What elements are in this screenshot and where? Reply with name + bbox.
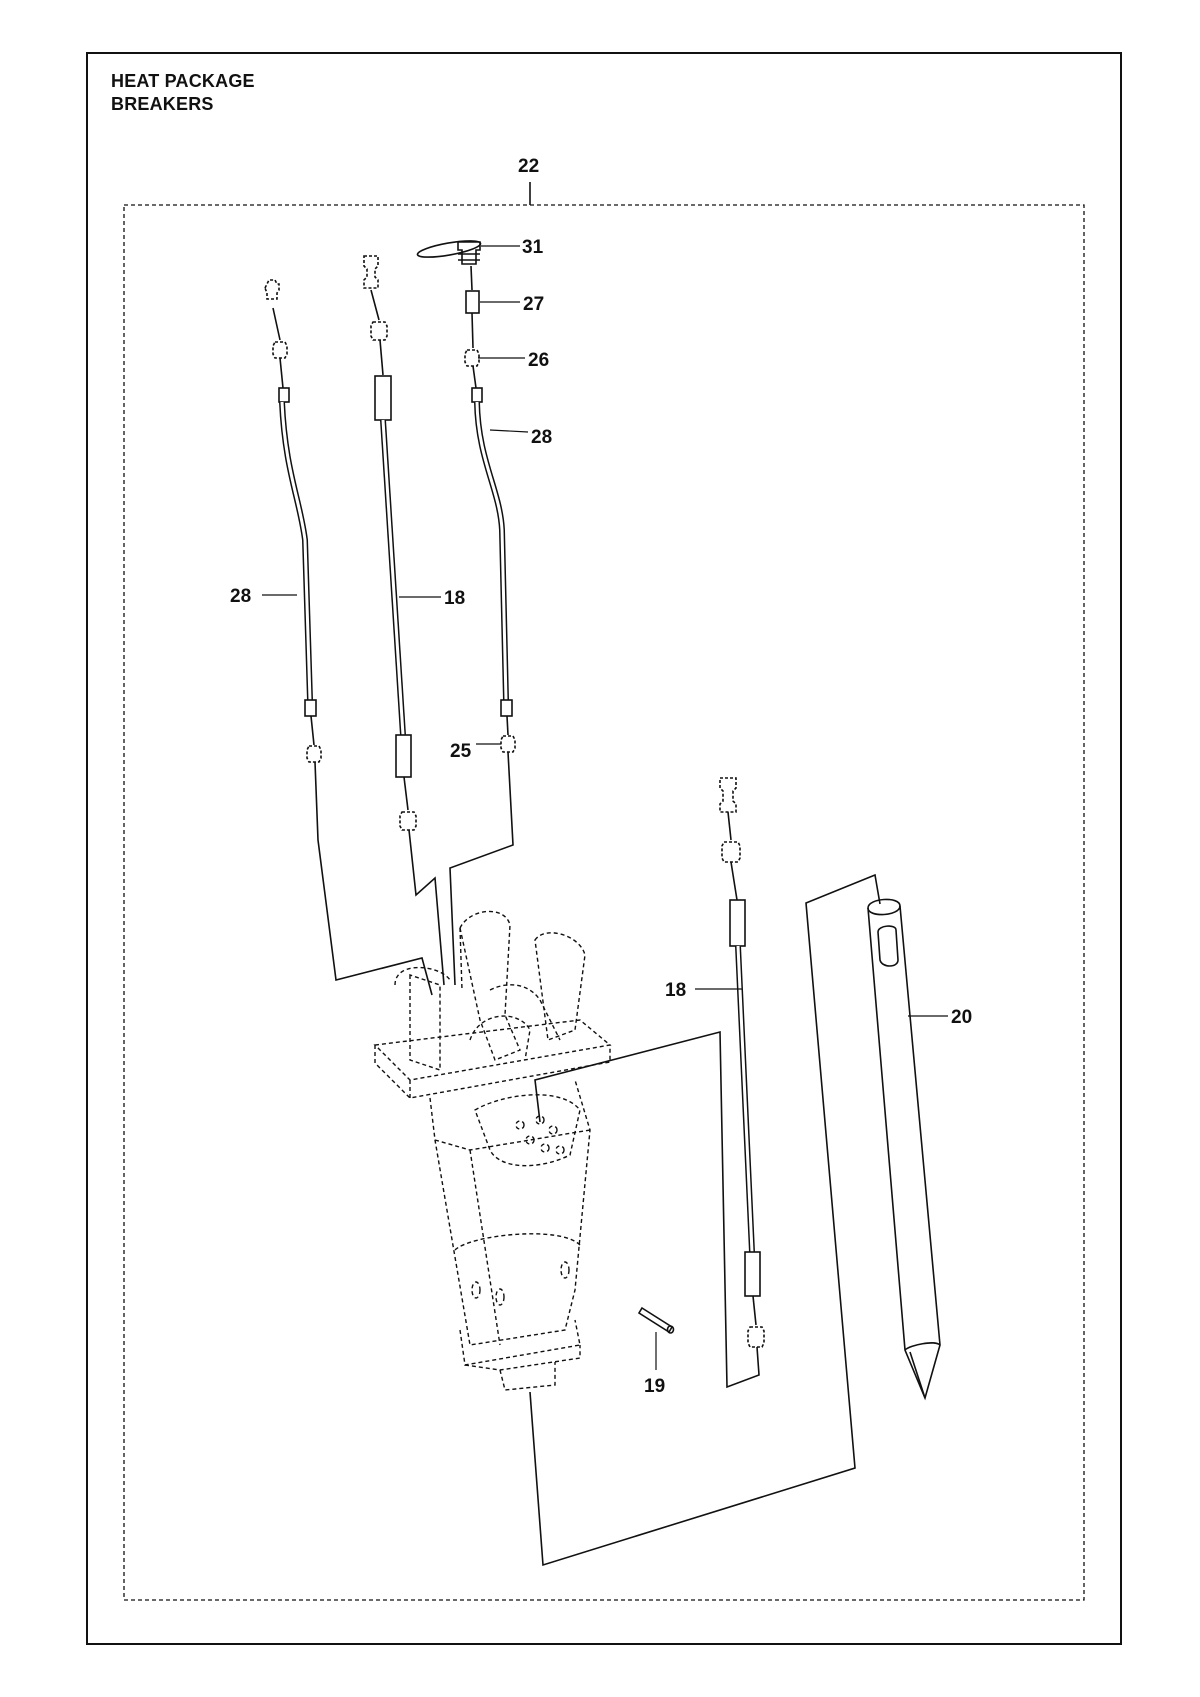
title-line-1: HEAT PACKAGE (111, 71, 255, 91)
chisel (867, 898, 941, 1401)
callout-labels: 22 31 27 26 28 28 18 25 18 20 19 (230, 156, 972, 1397)
callout-27: 27 (523, 294, 544, 315)
hose-assembly-left (264, 279, 433, 996)
callout-18-lower: 18 (665, 980, 686, 1001)
hose-assembly-right (416, 240, 516, 986)
callout-19: 19 (644, 1376, 665, 1397)
callout-leaders (262, 245, 948, 1370)
page-title: HEAT PACKAGE BREAKERS (111, 70, 255, 116)
callout-20: 20 (951, 1007, 972, 1028)
callout-18-middle: 18 (444, 588, 465, 609)
callout-31: 31 (522, 237, 544, 258)
callout-28-left: 28 (230, 586, 251, 607)
hose-assembly-lower-right (534, 777, 765, 1389)
title-line-2: BREAKERS (111, 94, 214, 114)
callout-28-right: 28 (531, 427, 552, 448)
kit-boundary (123, 204, 1085, 1601)
breaker-body (373, 910, 612, 1391)
callout-22: 22 (518, 156, 539, 177)
callout-26: 26 (528, 350, 549, 371)
callout-25: 25 (450, 741, 472, 762)
hose-assembly-middle (363, 255, 445, 986)
retaining-pin (637, 1306, 675, 1334)
diagram-frame (86, 52, 1122, 1645)
chisel-leader-line (529, 873, 881, 1567)
